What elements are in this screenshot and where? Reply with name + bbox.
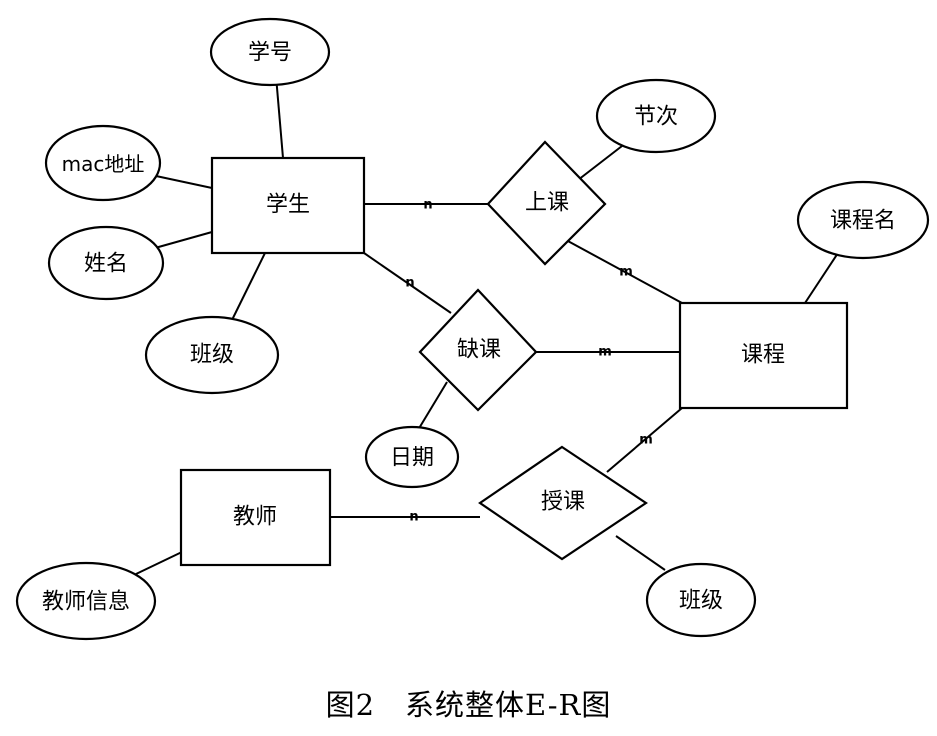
attribute-mac-address: mac地址 bbox=[44, 124, 162, 202]
attribute-teacher-info: 教师信息 bbox=[15, 561, 157, 641]
line-attend-period bbox=[577, 145, 623, 181]
line-absence-date bbox=[417, 381, 448, 431]
relationship-teach: 授课 bbox=[478, 445, 648, 561]
attribute-period: 节次 bbox=[595, 78, 717, 154]
attribute-mac-address-label: mac地址 bbox=[62, 152, 145, 176]
line-teach-class bbox=[615, 535, 666, 571]
relationship-attend: 上课 bbox=[486, 140, 607, 266]
line-student-mac bbox=[155, 175, 213, 189]
attribute-student-id: 学号 bbox=[209, 17, 331, 87]
line-course-name bbox=[804, 252, 839, 304]
relationship-teach-label: 授课 bbox=[541, 490, 585, 515]
attribute-student-name-label: 姓名 bbox=[84, 252, 128, 277]
connectors bbox=[135, 75, 839, 575]
attribute-teacher-info-label: 教师信息 bbox=[42, 590, 130, 615]
entity-teacher-label: 教师 bbox=[233, 505, 277, 530]
figure-caption: 图2 系统整体E-R图 bbox=[325, 688, 612, 722]
cardinality-attend-course: m bbox=[619, 265, 633, 280]
line-student-absence bbox=[363, 252, 452, 314]
entity-teacher: 教师 bbox=[179, 468, 332, 567]
er-diagram: 学生 课程 教师 上课 缺课 授课 学号 mac地址 姓名 班级 节次 bbox=[15, 17, 930, 641]
attribute-student-id-label: 学号 bbox=[248, 41, 292, 66]
line-course-teach bbox=[606, 407, 683, 473]
attribute-student-name: 姓名 bbox=[47, 225, 165, 301]
attribute-teach-class: 班级 bbox=[645, 562, 757, 638]
relationship-attend-label: 上课 bbox=[525, 191, 569, 216]
attribute-period-label: 节次 bbox=[634, 105, 678, 130]
line-student-id bbox=[275, 75, 284, 159]
entity-course-label: 课程 bbox=[741, 343, 785, 368]
line-attend-course bbox=[565, 239, 683, 304]
cardinality-student-absence: n bbox=[405, 276, 414, 291]
entity-student-label: 学生 bbox=[266, 193, 310, 218]
cardinality-absence-course: m bbox=[598, 345, 612, 360]
cardinality-course-teach: m bbox=[639, 433, 653, 448]
line-student-class bbox=[231, 252, 266, 321]
attribute-student-class-label: 班级 bbox=[190, 343, 234, 368]
attribute-course-name: 课程名 bbox=[796, 180, 930, 260]
entity-course: 课程 bbox=[678, 301, 849, 410]
relationship-absence-label: 缺课 bbox=[457, 338, 501, 363]
line-student-name bbox=[154, 231, 213, 249]
relationship-absence: 缺课 bbox=[418, 288, 538, 412]
cardinality-labels: n m n m m n bbox=[405, 198, 652, 525]
cardinality-teacher-teach: n bbox=[409, 510, 418, 525]
attribute-course-name-label: 课程名 bbox=[830, 209, 896, 234]
attribute-teach-class-label: 班级 bbox=[679, 589, 723, 614]
entity-student: 学生 bbox=[210, 156, 366, 255]
line-teacher-info bbox=[135, 550, 185, 575]
attribute-date: 日期 bbox=[364, 425, 460, 489]
attribute-date-label: 日期 bbox=[390, 446, 434, 471]
cardinality-student-attend: n bbox=[423, 198, 432, 213]
attribute-student-class: 班级 bbox=[144, 315, 280, 395]
